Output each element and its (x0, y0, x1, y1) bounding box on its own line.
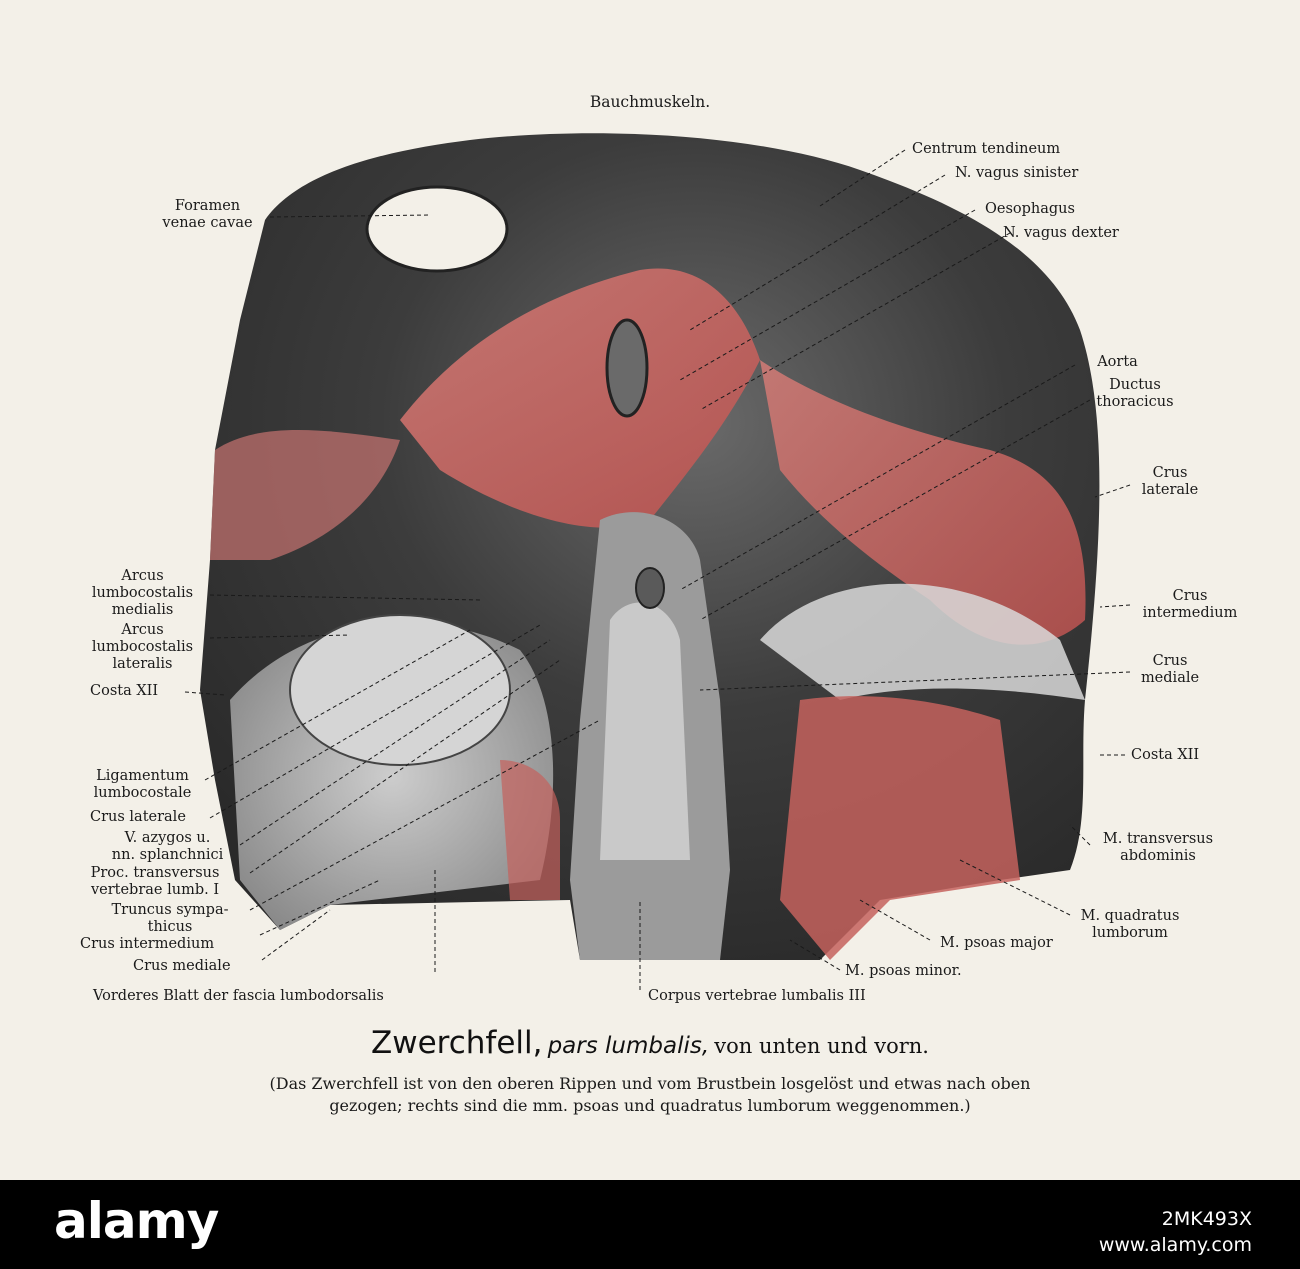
label-crus-intermedium-left: Crus intermedium (80, 936, 215, 952)
label-m-psoas-major: M. psoas major (940, 935, 1053, 951)
label-oesophagus: Oesophagus (985, 201, 1075, 217)
foramen-venae-cavae-opening (365, 185, 509, 273)
label-truncus-sympathicus: Truncus sympa-thicus (111, 902, 229, 935)
image-id-block: 2MK493X www.alamy.com (1099, 1206, 1252, 1258)
label-m-psoas-minor: M. psoas minor. (845, 963, 962, 979)
label-v-azygos: V. azygos u.nn. splanchnici (111, 830, 224, 863)
spine-highlight (600, 602, 690, 860)
muscle-band-right (760, 360, 1086, 645)
label-corpus-vertebrae: Corpus vertebrae lumbalis III (648, 988, 866, 1004)
psoas-right (780, 696, 1020, 960)
caption-line-1: (Das Zwerchfell ist von den oberen Rippe… (269, 1074, 1031, 1093)
caption-line-2: gezogen; rechts sind die mm. psoas und q… (329, 1096, 971, 1115)
right-arch (760, 583, 1085, 700)
diaphragm-illustration (184, 133, 1131, 990)
muscle-band-left (400, 268, 760, 528)
plate-page: Bauchmuskeln. Centrum tendineum N. vagus… (0, 0, 1300, 1180)
label-crus-laterale-left: Crus laterale (90, 809, 186, 825)
page-header: Bauchmuskeln. (589, 93, 711, 111)
title-rest: von unten und vorn. (714, 1034, 929, 1058)
label-n-vagus-sinister: N. vagus sinister (955, 165, 1079, 181)
label-costa-xii-left: Costa XII (90, 683, 159, 699)
title-main: Zwerchfell, (370, 1025, 543, 1061)
label-costa-xii-right: Costa XII (1131, 747, 1200, 763)
left-arch (289, 614, 511, 766)
alamy-logo: alamy (54, 1192, 219, 1250)
label-aorta: Aorta (1097, 354, 1138, 370)
label-vorderes-blatt: Vorderes Blatt der fascia lumbodorsalis (93, 988, 384, 1004)
aorta-opening (635, 567, 665, 609)
oesophagus-opening (605, 318, 649, 418)
alamy-url: www.alamy.com (1098, 1234, 1252, 1256)
image-id: 2MK493X (1161, 1208, 1252, 1230)
label-n-vagus-dexter: N. vagus dexter (1003, 225, 1119, 241)
plate-title: Zwerchfell, pars lumbalis, von unten und… (0, 1025, 1300, 1061)
label-crus-mediale-left: Crus mediale (133, 958, 231, 974)
watermark-bar (0, 1180, 1300, 1269)
label-centrum-tendineum: Centrum tendineum (912, 141, 1061, 157)
title-italic: pars lumbalis, (547, 1033, 710, 1059)
muscle-band-far-left (210, 430, 400, 560)
leader-lines (184, 149, 1131, 990)
psoas-left (500, 760, 560, 900)
plate-caption: (Das Zwerchfell ist von den oberen Rippe… (150, 1073, 1150, 1117)
